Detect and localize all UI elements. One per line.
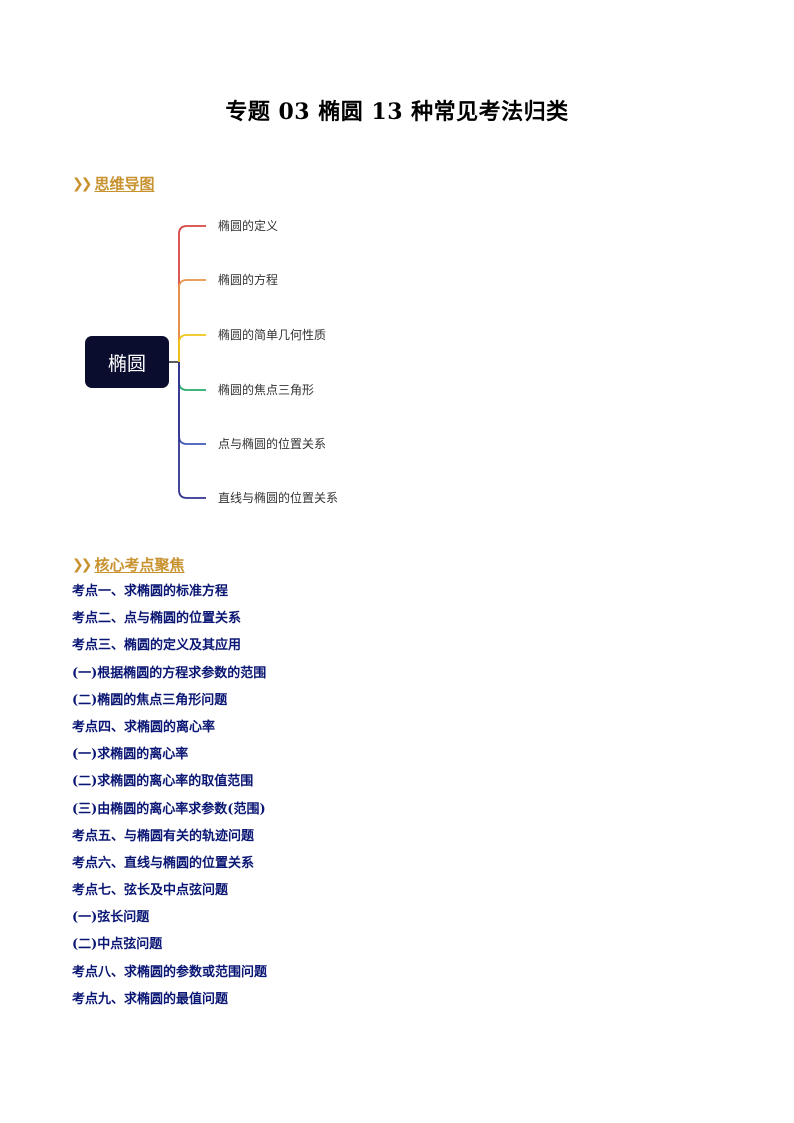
branch-connector-4 xyxy=(178,362,206,391)
list-item: 考点六、直线与椭圆的位置关系 xyxy=(72,855,255,871)
branch-label-focal-triangle: 椭圆的焦点三角形 xyxy=(218,383,315,397)
branch-label-equation: 椭圆的方程 xyxy=(218,273,279,287)
branch-connector-2 xyxy=(178,279,206,362)
list-item: 考点五、与椭圆有关的轨迹问题 xyxy=(72,828,255,844)
list-item: 考点二、点与椭圆的位置关系 xyxy=(72,611,242,627)
branch-connector-6 xyxy=(178,362,206,499)
list-item: (二)椭圆的焦点三角形问题 xyxy=(72,692,228,708)
mind-map-connectors xyxy=(169,225,206,499)
core-points-heading: ❯❯ 核心考点聚焦 xyxy=(72,554,184,575)
mind-map-heading-label: 思维导图 xyxy=(94,175,155,193)
branch-label-definition: 椭圆的定义 xyxy=(218,219,279,233)
list-item: 考点八、求椭圆的参数或范围问题 xyxy=(72,964,268,980)
branch-connector-1 xyxy=(178,225,206,362)
list-item: 考点七、弦长及中点弦问题 xyxy=(72,883,229,899)
list-item: 考点九、求椭圆的最值问题 xyxy=(72,991,229,1007)
core-points-heading-label: 核心考点聚焦 xyxy=(94,556,185,574)
mind-map-heading: ❯❯ 思维导图 xyxy=(72,173,154,194)
double-chevron-right-icon: ❯❯ xyxy=(72,556,93,573)
page-title: 专题 03 椭圆 13 种常见考法归类 xyxy=(225,99,569,125)
mind-map-root-node: 椭圆 xyxy=(85,336,169,388)
list-item: 考点一、求椭圆的标准方程 xyxy=(72,584,229,599)
list-item: (一)根据椭圆的方程求参数的范围 xyxy=(72,665,267,681)
double-chevron-right-icon: ❯❯ xyxy=(72,175,93,192)
list-item: (一)求椭圆的离心率 xyxy=(72,747,189,763)
core-points-list: 考点一、求椭圆的标准方程 考点二、点与椭圆的位置关系 考点三、椭圆的定义及其应用… xyxy=(72,581,267,1016)
list-item: 考点四、求椭圆的离心率 xyxy=(72,719,216,735)
branch-label-line-position: 直线与椭圆的位置关系 xyxy=(218,491,339,505)
list-item: (二)求椭圆的离心率的取值范围 xyxy=(72,774,254,790)
branch-connector-3 xyxy=(178,334,206,362)
branch-label-geometric-properties: 椭圆的简单几何性质 xyxy=(218,328,327,342)
list-item: (一)弦长问题 xyxy=(72,910,150,926)
branch-connector-5 xyxy=(178,362,206,445)
list-item: (二)中点弦问题 xyxy=(72,937,163,953)
list-item: 考点三、椭圆的定义及其应用 xyxy=(72,638,242,654)
list-item: (三)由椭圆的离心率求参数(范围) xyxy=(72,801,266,817)
branch-label-point-position: 点与椭圆的位置关系 xyxy=(218,437,327,451)
